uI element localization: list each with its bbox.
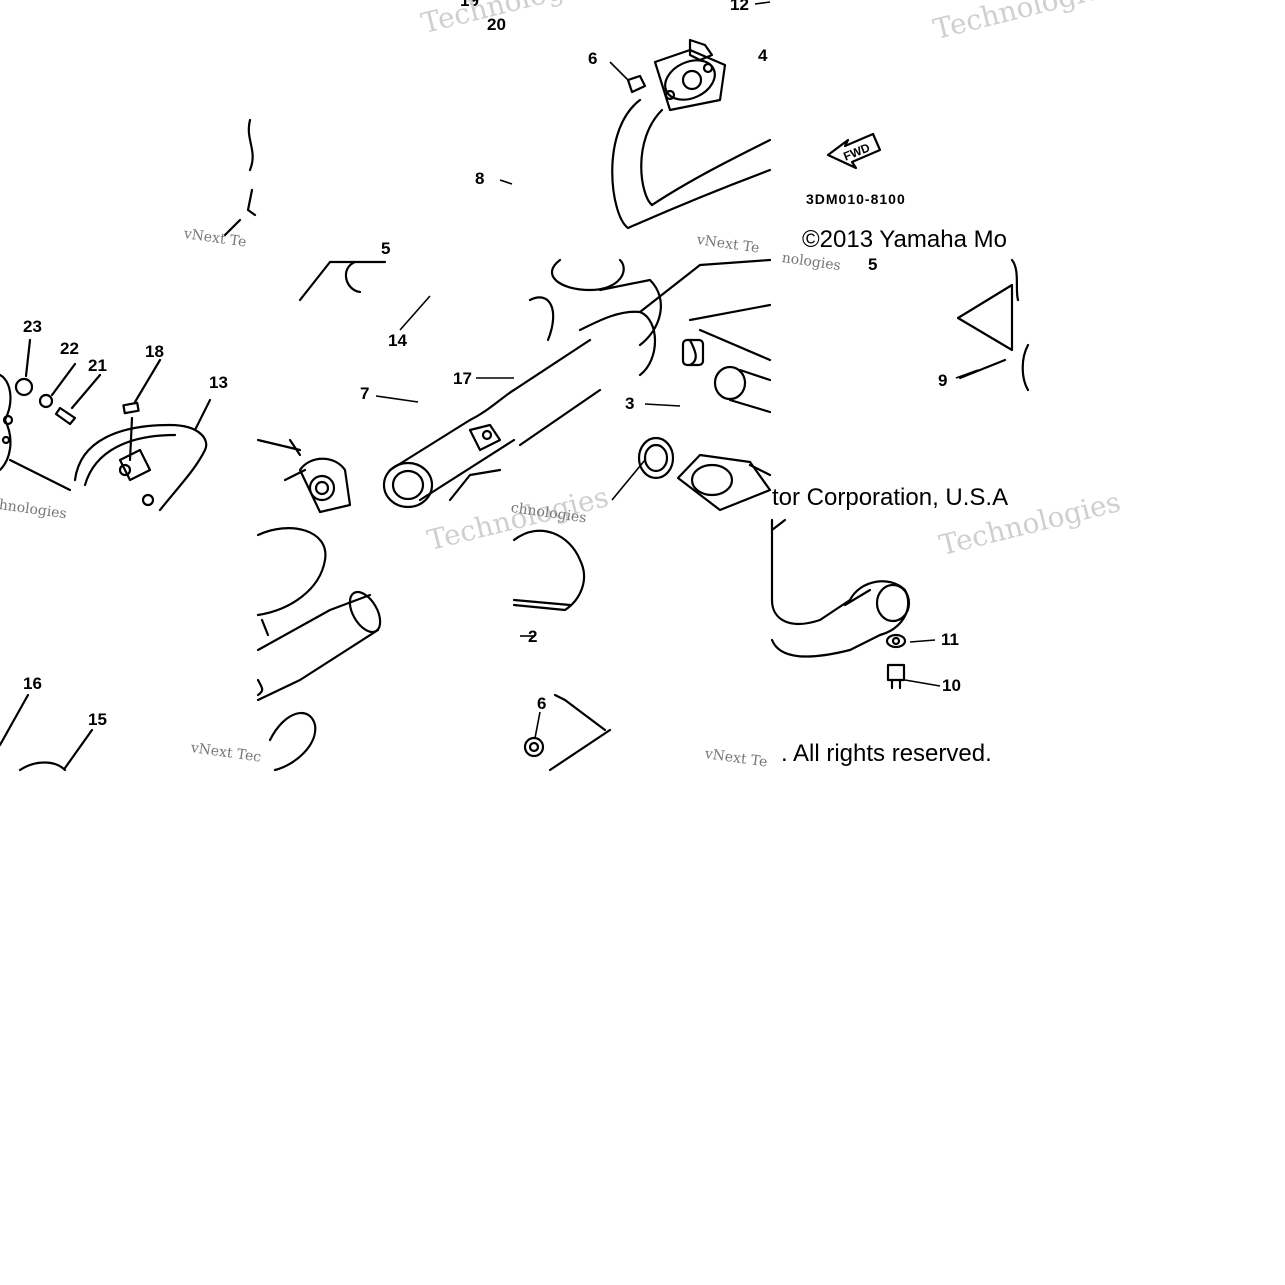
- callout-11: 11: [941, 630, 959, 649]
- callout-12: 12: [730, 0, 749, 14]
- engine-fragment-upper-left: [223, 118, 257, 237]
- callout-23: 23: [23, 317, 42, 336]
- copyright-fragment-2: tor Corporation, U.S.A: [772, 484, 1009, 511]
- muffler-end: [256, 527, 382, 772]
- callout-20: 20: [487, 15, 506, 34]
- callout-21: 21: [88, 356, 107, 375]
- callout-15: 15: [88, 710, 107, 729]
- callout-4: 4: [758, 46, 768, 65]
- callout-13: 13: [209, 373, 228, 392]
- exhaust-pipe-upper: [611, 38, 772, 230]
- muffler-body: [256, 260, 516, 514]
- callout-6-bottom: 6: [537, 694, 547, 713]
- gasket-fragment: [0, 693, 94, 772]
- copyright-fragment-3: . All rights reserved.: [781, 740, 992, 767]
- callout-16: 16: [23, 674, 42, 693]
- callout-22: 22: [60, 339, 79, 358]
- callout-7: 7: [360, 384, 370, 403]
- callout-17: 17: [453, 369, 472, 388]
- part-code: 3DM010-8100: [806, 191, 906, 207]
- copyright-fragment-1: ©2013 Yamaha Mo: [802, 226, 1007, 253]
- callout-8: 8: [475, 169, 485, 188]
- header-to-muffler: [512, 258, 772, 512]
- callout-5-left: 5: [381, 239, 391, 258]
- callout-9: 9: [938, 371, 948, 390]
- right-side-fragment: [956, 258, 1030, 392]
- callout-14: 14: [388, 331, 407, 350]
- callout-6-top: 6: [588, 49, 598, 68]
- callout-5-right: 5: [868, 255, 878, 274]
- callout-10: 10: [942, 676, 961, 695]
- exhaust-pipe-lower: [770, 518, 911, 690]
- callout-leaders: [375, 1, 979, 739]
- callout-2: 2: [528, 627, 538, 646]
- fwd-arrow-outline: [826, 132, 882, 170]
- callout-18: 18: [145, 342, 164, 361]
- side-cover-assembly: [0, 338, 212, 512]
- callout-19: 19: [460, 0, 479, 10]
- muffler-box-lower: [512, 529, 612, 772]
- callout-3: 3: [625, 394, 635, 413]
